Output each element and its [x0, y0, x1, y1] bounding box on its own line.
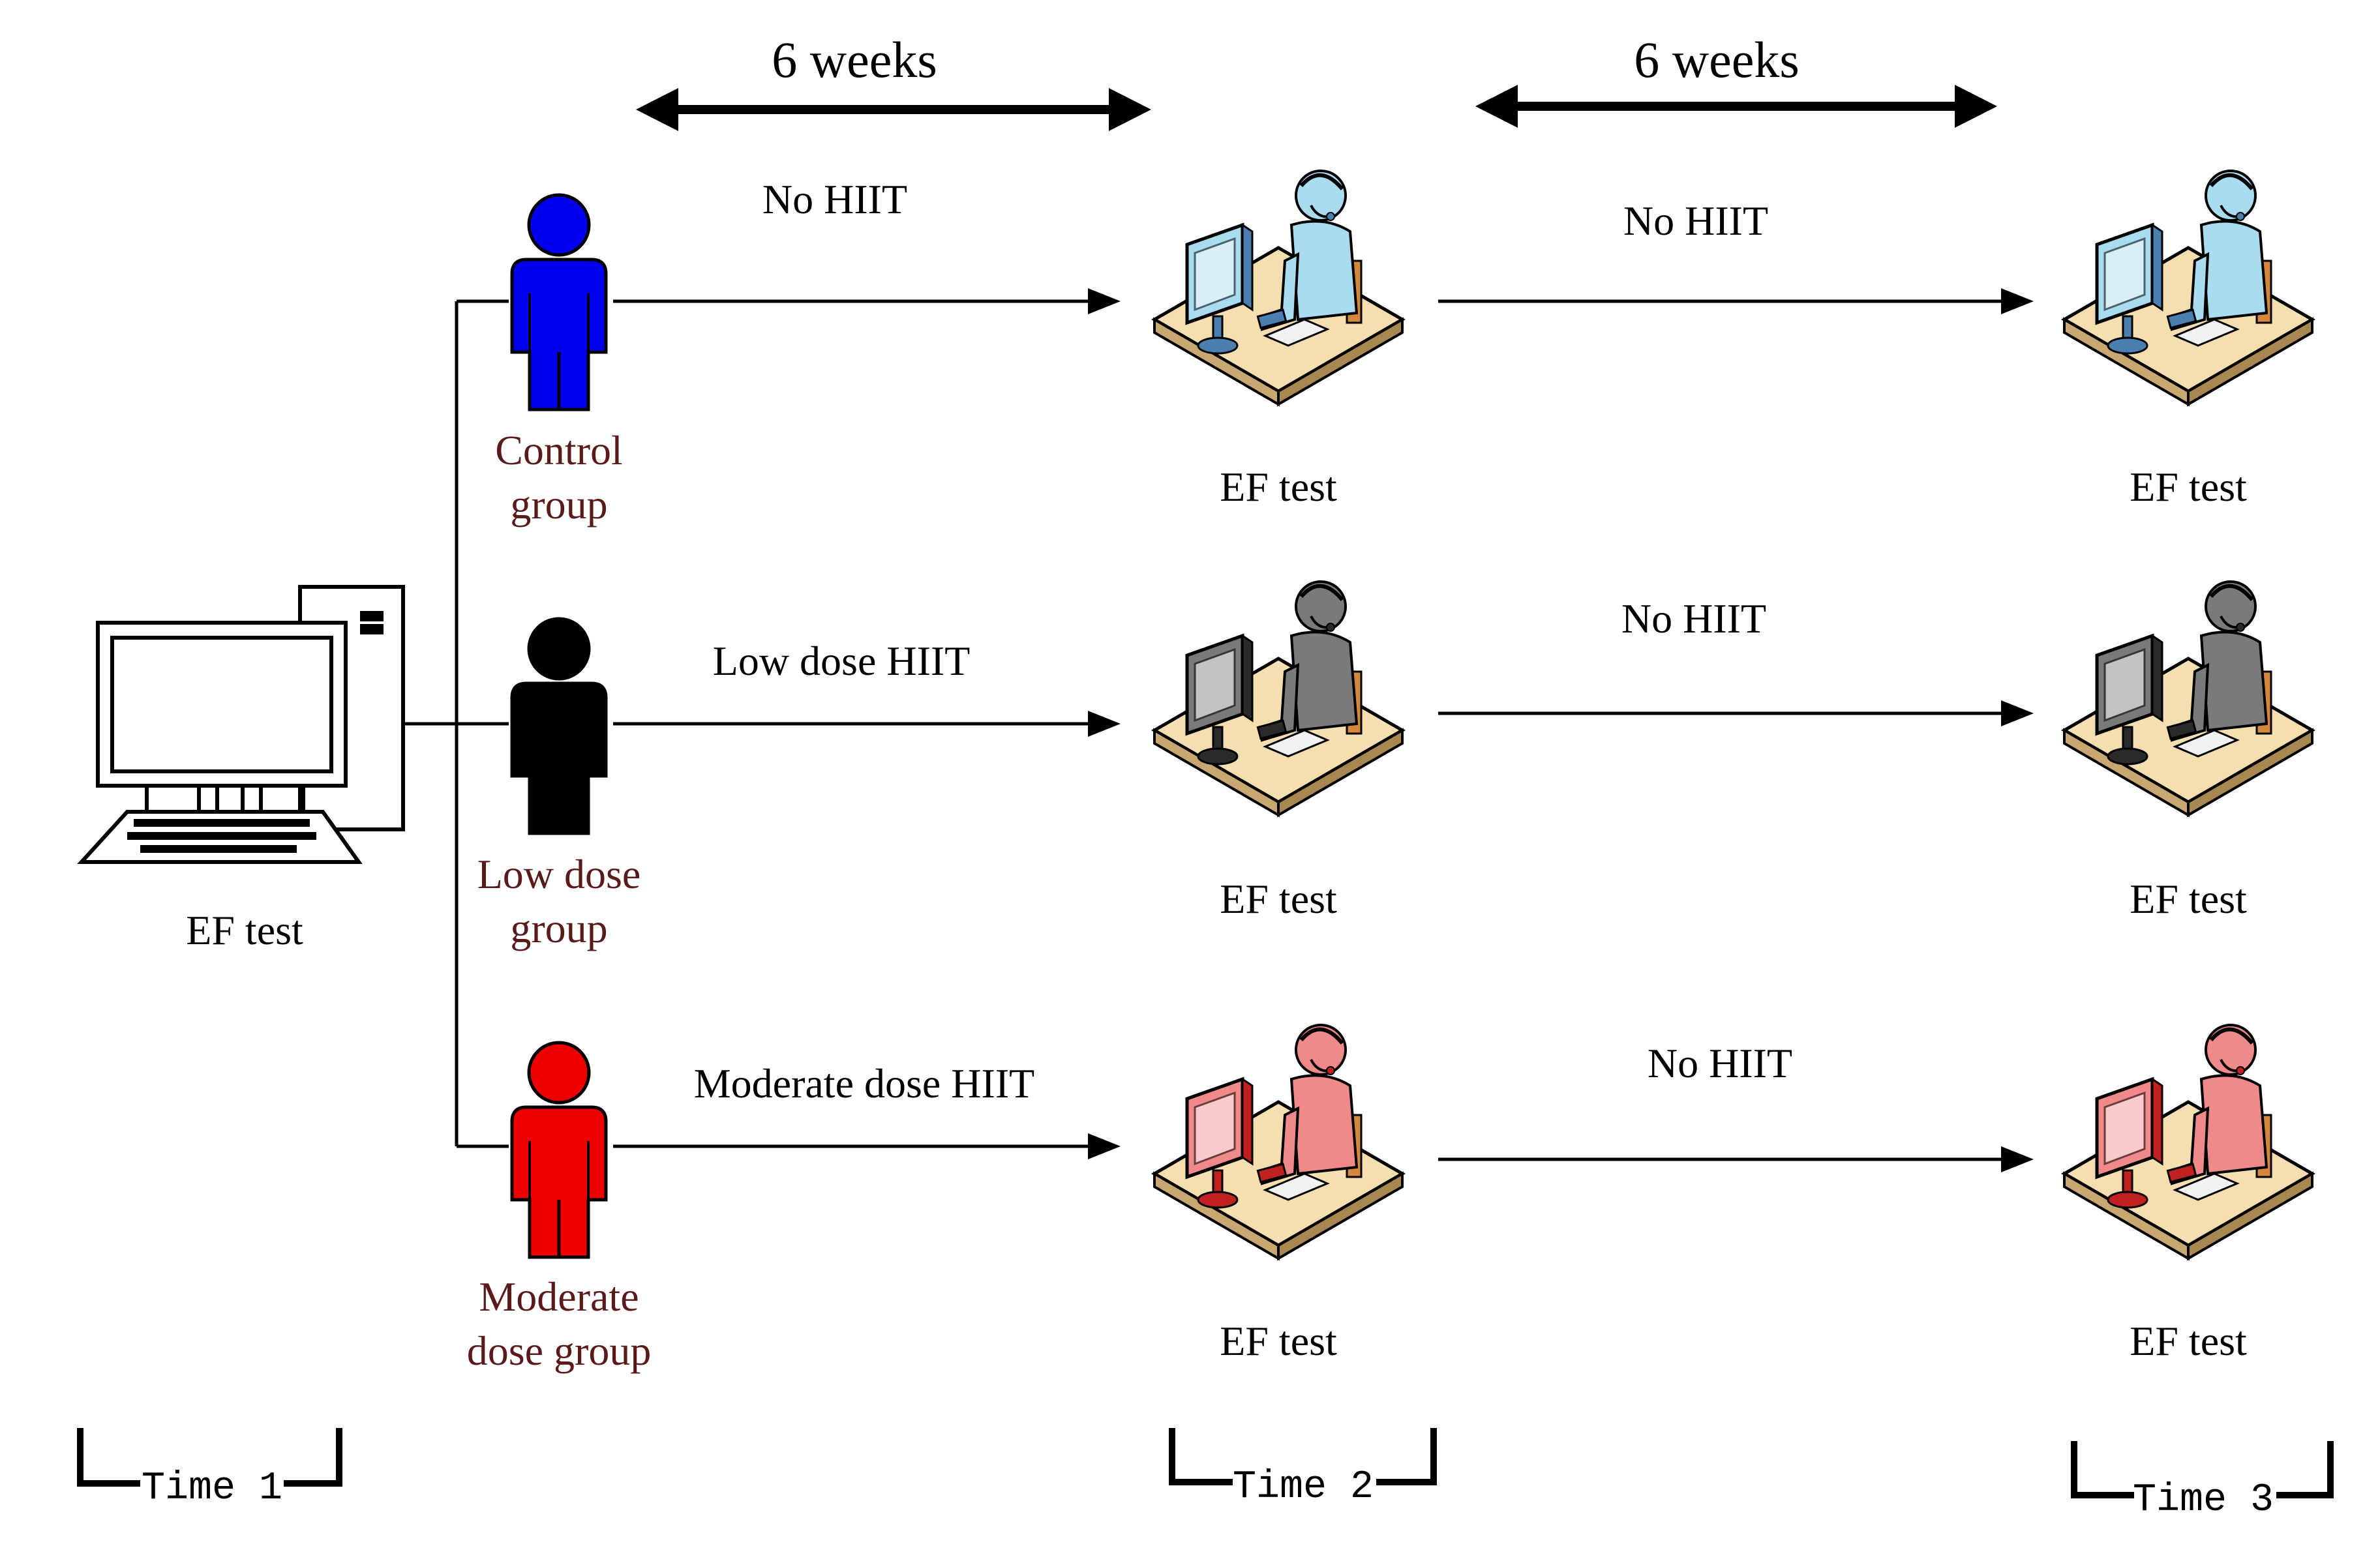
period-label-2: 6 weeks — [1634, 31, 1799, 88]
time-label-2: Time 2 — [1233, 1465, 1374, 1509]
workstation-low-dose-time3-icon — [2061, 580, 2315, 818]
moderate-dose-person-icon — [510, 1041, 608, 1259]
test3-label-low: EF test — [2130, 876, 2247, 922]
workstation-control-time3-icon — [2061, 170, 2315, 407]
test2-label-low: EF test — [1220, 876, 1337, 922]
baseline-computer-icon — [77, 585, 405, 864]
time-bracket-1 — [77, 1428, 342, 1487]
phase1-arrows — [613, 299, 1096, 1148]
test2-label-moderate: EF test — [1220, 1318, 1337, 1364]
arrowhead — [2001, 700, 2034, 726]
time-bracket-2 — [1169, 1428, 1437, 1485]
arrowhead — [1088, 1133, 1121, 1159]
phase2-label-moderate: No HIIT — [1648, 1040, 1792, 1086]
phase2-arrows — [1438, 299, 2006, 1161]
group-label-control-line1: Control — [495, 427, 623, 473]
period-label-1: 6 weeks — [772, 31, 937, 88]
arrowhead — [1088, 711, 1121, 737]
arrowhead — [2001, 1146, 2034, 1172]
group-label-moderate-line2: dose group — [467, 1328, 652, 1374]
workstation-low-dose-time2-icon — [1151, 580, 1406, 818]
phase1-label-control: No HIIT — [762, 176, 907, 222]
baseline-test-label: EF test — [186, 907, 303, 953]
phase2-label-low: No HIIT — [1621, 595, 1766, 642]
workstation-control-time2-icon — [1151, 170, 1406, 407]
period-arrow-2 — [1475, 85, 1997, 128]
test3-label-control: EF test — [2130, 464, 2247, 510]
time-label-1: Time 1 — [142, 1466, 282, 1511]
group-label-control-line2: group — [510, 481, 607, 528]
period-arrow-1 — [636, 88, 1151, 131]
workstation-moderate-dose-time2-icon — [1151, 1024, 1406, 1261]
group-label-moderate-line1: Moderate — [479, 1273, 639, 1320]
phase1-label-low: Low dose HIIT — [713, 638, 971, 684]
test3-label-moderate: EF test — [2130, 1318, 2247, 1364]
phase2-label-control: No HIIT — [1623, 198, 1768, 244]
time-label-3: Time 3 — [2133, 1478, 2274, 1523]
workstation-moderate-dose-time3-icon — [2061, 1024, 2315, 1261]
arrowhead — [1088, 288, 1121, 314]
group-label-low-line1: Low dose — [477, 851, 641, 897]
group-label-low-line2: group — [510, 905, 607, 951]
arrowhead — [2001, 288, 2034, 314]
low-dose-person-icon — [510, 617, 608, 835]
control-person-icon — [510, 193, 608, 411]
phase1-label-moderate: Moderate dose HIIT — [694, 1060, 1034, 1107]
branch-connector — [403, 299, 509, 1148]
time-bracket-3 — [2071, 1441, 2334, 1498]
test2-label-control: EF test — [1220, 464, 1337, 510]
